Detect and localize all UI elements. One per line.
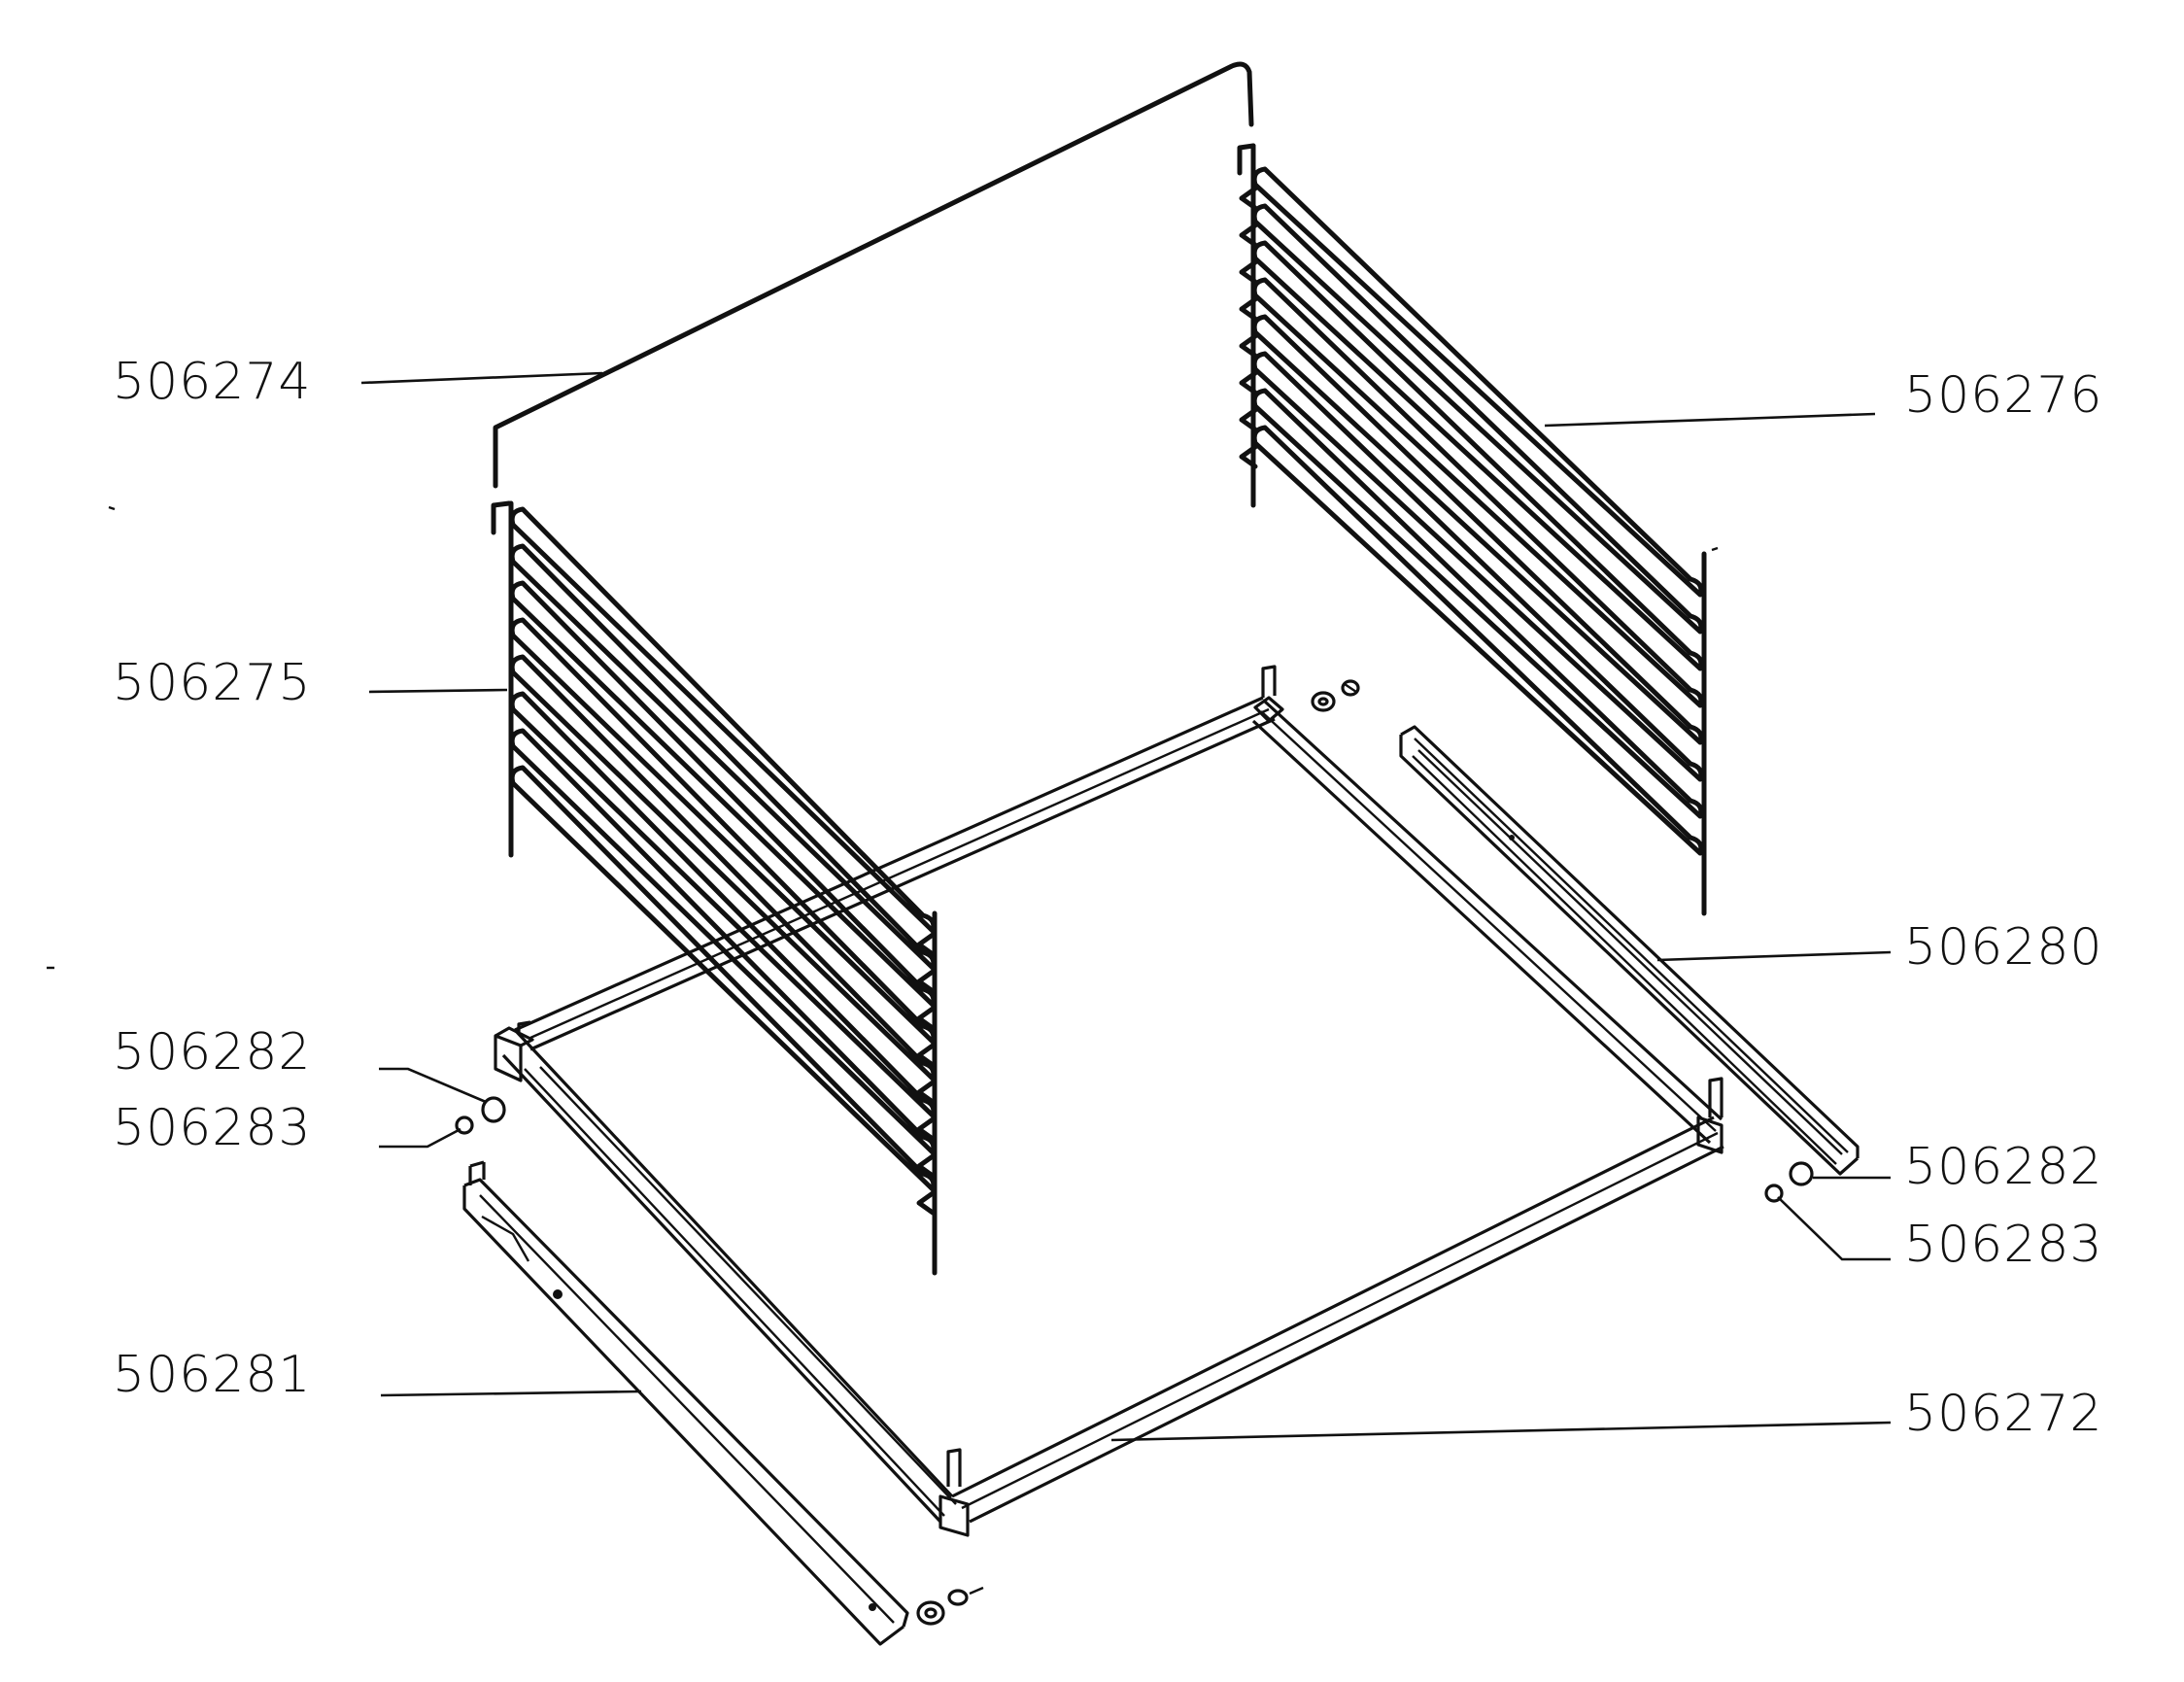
rack-rail	[509, 580, 937, 1008]
right-side-runner	[1399, 725, 1860, 1176]
rack-hook	[1239, 407, 1258, 432]
rack-hook	[916, 1006, 936, 1031]
label-506282-right: 506282	[1904, 1138, 2103, 1196]
bottom-frame	[494, 665, 1724, 1537]
leader-506276	[1544, 412, 1876, 428]
part-labels: 506274 506275 506276 506280 506282 50628…	[113, 353, 2103, 1443]
label-506282-left: 506282	[113, 1023, 312, 1081]
leader-506280	[1656, 950, 1892, 962]
leader-506281	[380, 1390, 642, 1397]
rack-hook	[916, 1153, 936, 1179]
rack-rail	[1251, 388, 1704, 819]
rack-rail	[509, 765, 937, 1192]
rack-rail	[1251, 314, 1704, 745]
rack-hook	[1239, 259, 1258, 285]
rack-rail	[1251, 351, 1704, 782]
leader-506283-left	[379, 1127, 461, 1149]
rack-hook	[1239, 186, 1258, 211]
rack-rail	[1251, 277, 1704, 708]
rack-hook	[1239, 370, 1258, 395]
right-shelf-runner-rack	[1237, 143, 1707, 916]
washer-nut-right	[1764, 1161, 1814, 1203]
label-506276: 506276	[1904, 366, 2103, 425]
washer-nut-front	[916, 1586, 984, 1626]
rack-hook	[1239, 223, 1258, 248]
rack-hook	[916, 1190, 936, 1216]
leader-lines	[360, 371, 1892, 1442]
rack-rail	[509, 728, 937, 1155]
rack-rail	[1251, 166, 1704, 598]
rack-hook	[1239, 333, 1258, 359]
leader-506275	[368, 688, 508, 694]
rack-hook	[1239, 444, 1258, 469]
rack-hook	[916, 932, 936, 957]
label-506274: 506274	[113, 353, 312, 411]
rack-rail	[509, 691, 937, 1118]
label-506283-right: 506283	[1904, 1216, 2103, 1274]
stray-marks	[47, 505, 1719, 970]
leader-506282-left	[379, 1067, 487, 1104]
rack-rail	[1251, 240, 1704, 671]
rack-hook	[916, 1116, 936, 1142]
washer-nut-back-right	[1311, 679, 1360, 712]
left-side-runner	[462, 1160, 909, 1646]
rack-rail	[509, 617, 937, 1045]
label-506280: 506280	[1904, 918, 2103, 977]
rack-rail	[509, 543, 937, 971]
rack-rail	[1251, 203, 1704, 635]
leader-506283-right	[1777, 1196, 1891, 1261]
rack-rail	[509, 654, 937, 1081]
top-wire-rail	[493, 61, 1254, 489]
label-506275: 506275	[113, 654, 312, 712]
rack-hook	[916, 1043, 936, 1068]
label-506283-left: 506283	[113, 1099, 312, 1157]
label-506281: 506281	[113, 1346, 312, 1404]
left-shelf-runner-rack	[491, 500, 938, 1276]
washer-nut-left	[455, 1096, 506, 1135]
rack-rail	[1251, 425, 1704, 856]
label-506272: 506272	[1904, 1385, 2103, 1443]
leader-506274	[360, 371, 603, 385]
rack-hook	[916, 1080, 936, 1105]
rack-hook	[916, 969, 936, 994]
leader-506272	[1110, 1421, 1892, 1442]
rack-hook	[1239, 296, 1258, 322]
rack-rail	[509, 506, 937, 934]
